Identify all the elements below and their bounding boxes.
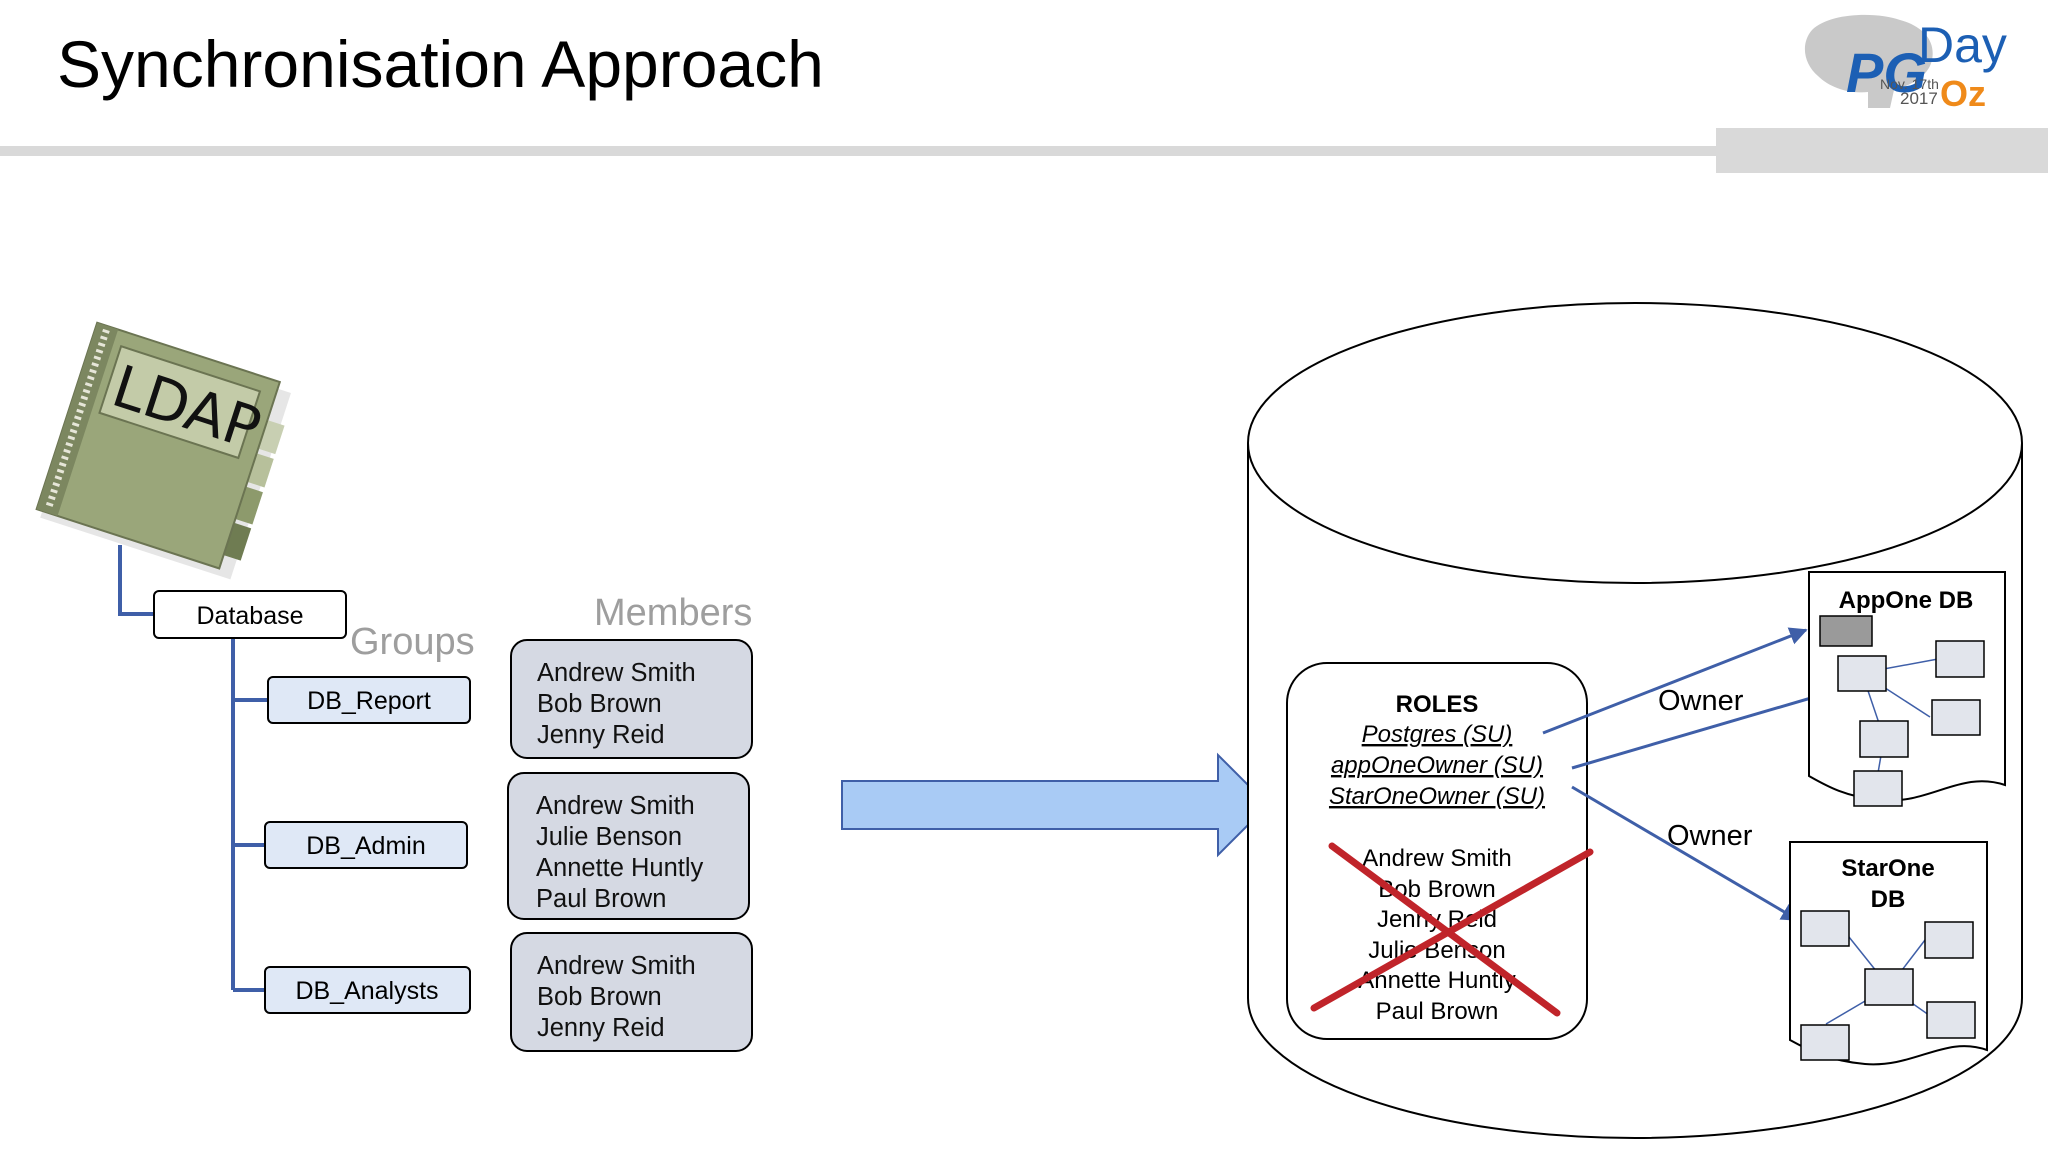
removed-users-cross [1310, 842, 1594, 1017]
members-box-admin: Andrew Smith Julie Benson Annette Huntly… [507, 772, 750, 920]
logo-oz: Oz [1940, 73, 1986, 114]
page-title: Synchronisation Approach [57, 27, 824, 101]
db-table [1924, 921, 1974, 959]
group-node-analysts: DB_Analysts [264, 966, 471, 1014]
db-appone: AppOne DB [1808, 571, 2006, 807]
db-table [1931, 699, 1981, 736]
logo-date: Nov. 17th [1880, 76, 1939, 92]
owner-label: Owner [1667, 820, 1753, 852]
user-role: Andrew Smith [1362, 845, 1511, 872]
db-table [1864, 968, 1914, 1006]
owner-arrow-appone [1571, 688, 1830, 770]
cross-stroke [1310, 848, 1594, 1012]
members-box-report: Andrew Smith Bob Brown Jenny Reid [510, 639, 753, 759]
group-box [267, 676, 471, 724]
member-name: Paul Brown [536, 885, 666, 913]
members-box [510, 639, 753, 759]
db-table [1935, 640, 1985, 678]
member-name: Annette Huntly [536, 854, 704, 882]
db-table [1926, 1001, 1976, 1039]
logo-year: 2017 [1900, 89, 1938, 108]
owner-arrows [1542, 627, 1830, 922]
db-name: StarOne [1841, 855, 1934, 882]
user-role: Jenny Reid [1377, 906, 1497, 933]
header-accent-block [1716, 128, 2048, 173]
members-heading: Members [594, 592, 752, 634]
roles-heading: ROLES [1396, 691, 1479, 718]
group-node-admin: DB_Admin [264, 821, 468, 869]
member-name: Jenny Reid [537, 721, 665, 749]
logo-elephant-shape [1804, 14, 1933, 109]
ldap-binder-icon: LDAP [35, 321, 291, 580]
member-name: Bob Brown [537, 983, 662, 1011]
members-box [507, 772, 750, 920]
member-name: Jenny Reid [537, 1014, 665, 1042]
binder-spiral [45, 328, 110, 510]
db-table [1853, 770, 1903, 807]
member-name: Julie Benson [536, 823, 682, 851]
user-role: Paul Brown [1376, 998, 1499, 1025]
owner-label: Owner [1658, 685, 1744, 717]
group-box [264, 966, 471, 1014]
header-divider [0, 146, 1716, 156]
groups-heading: Groups [350, 621, 475, 663]
owner-arrow-postgres [1542, 627, 1808, 735]
db-name: AppOne DB [1839, 587, 1974, 614]
db-name: DB [1871, 886, 1906, 913]
superuser-role: StarOneOwner (SU) [1329, 783, 1545, 810]
cylinder-top [1247, 302, 2023, 584]
db-table-highlighted [1819, 615, 1873, 647]
logo-day: Day [1918, 17, 2007, 73]
logo-pg: PG [1846, 41, 1927, 104]
group-label: DB_Report [307, 687, 431, 715]
members-box [510, 932, 753, 1052]
binder-spine [36, 322, 119, 516]
database-root-node: Database [153, 590, 347, 639]
group-label: DB_Admin [306, 832, 426, 860]
group-node-report: DB_Report [267, 676, 471, 724]
connector-ldap-database [118, 545, 154, 616]
db-table [1837, 655, 1887, 692]
db-table [1800, 910, 1850, 947]
database-root-box [153, 590, 347, 639]
database-root-label: Database [196, 602, 303, 630]
db-starone: StarOne DB [1789, 841, 1988, 1066]
sync-arrow [841, 752, 1270, 858]
member-name: Bob Brown [537, 690, 662, 718]
pgday-logo: PG Day Nov. 17th 2017 Oz [1804, 14, 2007, 114]
roles-box: ROLES Postgres (SU) appOneOwner (SU) Sta… [1286, 662, 1594, 1040]
member-name: Andrew Smith [537, 659, 696, 687]
tree-connectors [118, 545, 268, 992]
owner-arrow-starone [1571, 785, 1800, 922]
superuser-role: Postgres (SU) [1362, 721, 1513, 748]
group-box [264, 821, 468, 869]
db-table [1800, 1024, 1850, 1061]
group-label: DB_Analysts [295, 977, 438, 1005]
member-name: Andrew Smith [537, 952, 696, 980]
cross-stroke [1328, 842, 1561, 1017]
member-name: Andrew Smith [536, 792, 695, 820]
binder-label-plate [98, 344, 262, 460]
members-box-analysts: Andrew Smith Bob Brown Jenny Reid [510, 932, 753, 1052]
db-table [1859, 720, 1909, 758]
superuser-role: appOneOwner (SU) [1331, 752, 1543, 779]
